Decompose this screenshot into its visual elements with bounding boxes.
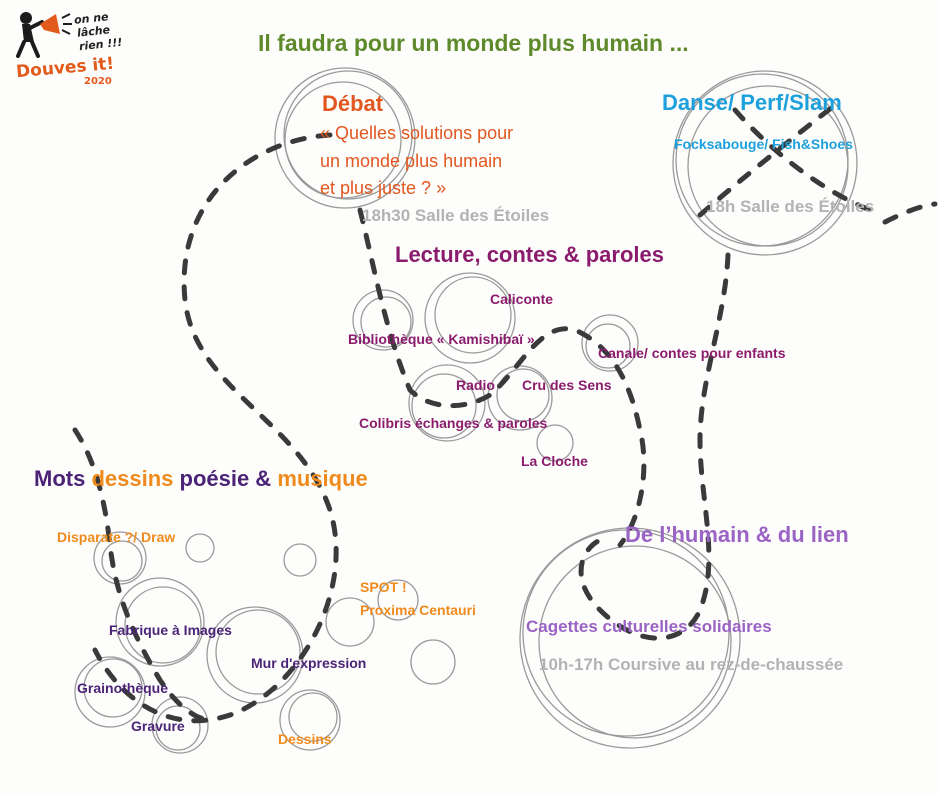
mots-heading-part-2: dessins [91, 466, 174, 491]
humain-heading: De l’humain & du lien [625, 522, 849, 547]
circle-mots-8 [410, 639, 456, 685]
mots-heading-part-4: musique [277, 466, 368, 491]
mots-item-grainotheque: Grainothèque [77, 680, 169, 696]
debat-quote-line-2: un monde plus humain [320, 151, 503, 171]
debat-quote-line-1: « Quelles solutions pour [320, 123, 514, 143]
lecture-item-colibris: Colibris échanges & paroles [359, 415, 548, 431]
dash-debat-lecture [357, 207, 647, 548]
logo: on ne lâche rien !!! Douves it! 2020 [12, 8, 123, 90]
danse-heading: Danse/ Perf/Slam [662, 90, 842, 115]
mots-item-mur: Mur d'expression [251, 655, 367, 671]
lecture-item-canale: Canale/ contes pour enfants [598, 345, 786, 361]
dash-right-tail [882, 201, 938, 225]
sketch-circles [74, 67, 858, 754]
circle-mots-11 [185, 533, 215, 563]
lecture-item-caliconte: Caliconte [490, 291, 554, 307]
logo-year: 2020 [84, 76, 112, 87]
mots-item-proxima: Proxima Centauri [360, 602, 476, 618]
mots-item-dessins: Dessins [278, 731, 332, 747]
mots-item-fabrique: Fabrique à Images [109, 622, 232, 638]
humain-item: Cagettes culturelles solidaires [526, 617, 772, 636]
humain-time: 10h-17h Coursive au rez-de-chaussée [539, 655, 844, 674]
circle-debat [274, 67, 416, 209]
circle-mots-6 [325, 597, 375, 647]
debat-time: 18h30 Salle des Étoiles [362, 206, 550, 225]
mots-item-gravure: Gravure [131, 718, 185, 734]
circle-mots-7 [377, 579, 419, 621]
dash-danse-cross-2 [732, 107, 873, 213]
circle-lecture-2 [424, 272, 516, 364]
debat-heading: Débat [322, 91, 384, 116]
circle-mots-3 [74, 656, 146, 728]
danse-time: 18h Salle des Étoiles [706, 197, 875, 216]
circle-lecture-3 [581, 314, 639, 372]
circle-mots-9 [283, 543, 317, 577]
circle-danse [672, 70, 858, 256]
circle-mots-2 [115, 577, 205, 667]
circle-mots-4 [151, 696, 209, 754]
megaphone-figure-icon [16, 12, 72, 58]
lecture-heading: Lecture, contes & paroles [395, 242, 664, 267]
mots-item-spot: SPOT ! [360, 579, 407, 595]
circle-mots-10 [93, 531, 147, 585]
circle-lecture-6 [536, 424, 574, 462]
dashed-paths [72, 102, 938, 724]
lecture-item-radio: Radio [456, 377, 495, 393]
dash-bottom-left [72, 427, 218, 723]
lecture-item-bibliotheque: Bibliothèque « Kamishibaï » [348, 331, 535, 347]
lecture-item-cru: Cru des Sens [522, 377, 612, 393]
danse-item: Focksabouge/ Fish&Shoes [674, 136, 853, 152]
mots-heading-part-3: poésie & [173, 466, 278, 491]
debat-quote-line-3: et plus juste ? » [320, 178, 447, 198]
lecture-item-cloche: La Cloche [521, 453, 588, 469]
circle-mots-5 [279, 689, 341, 751]
circle-lecture-1 [352, 289, 414, 351]
dash-right-down [578, 252, 731, 641]
dash-danse-cross-1 [697, 102, 838, 218]
circle-lecture-4 [408, 364, 486, 442]
page-title: Il faudra pour un monde plus humain ... [258, 30, 689, 56]
mots-heading: Mots dessins poésie & musique [34, 466, 368, 492]
dash-left-loop [92, 132, 339, 724]
mots-item-disparate: Disparate ?/ Draw [57, 529, 176, 545]
mots-heading-part-1: Mots [34, 466, 92, 491]
